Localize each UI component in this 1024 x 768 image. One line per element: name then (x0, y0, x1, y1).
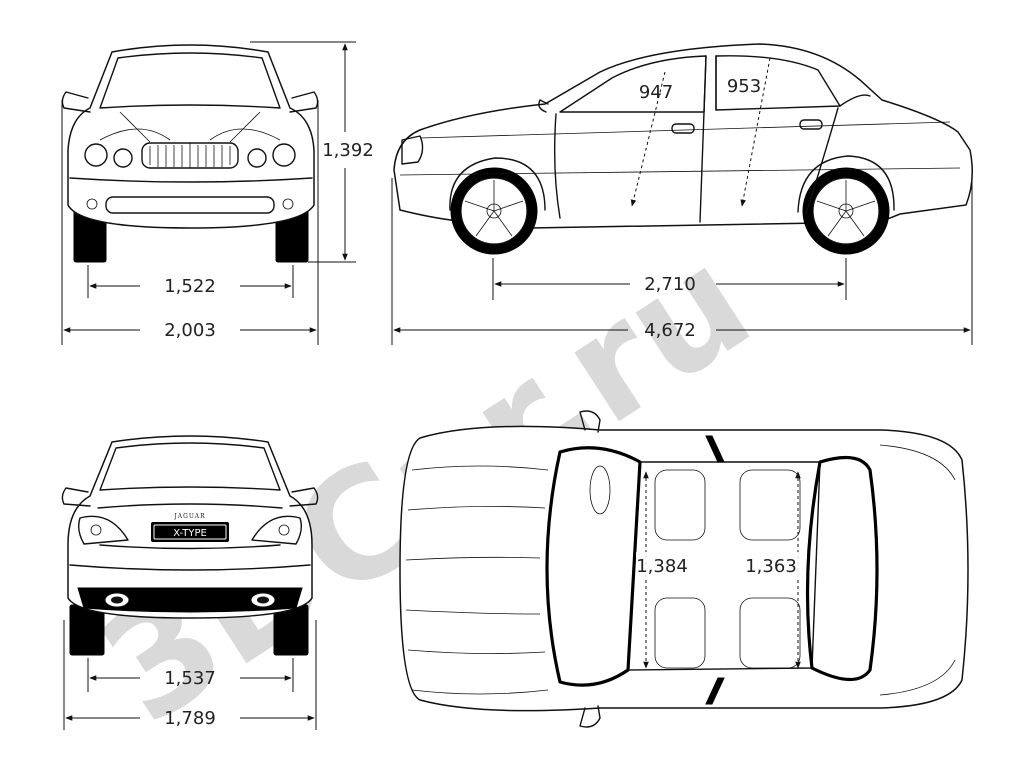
front-right-mirror (289, 91, 319, 113)
front-right-headlight-inner (247, 148, 267, 168)
top-left-mirror (579, 410, 601, 433)
side-mirror (538, 99, 549, 113)
top-windshield (545, 446, 642, 687)
side-front-handle (671, 123, 695, 134)
front-view: 1,522 2,003 1,392 (61, 41, 374, 345)
front-left-mirror (61, 91, 91, 113)
top-roof (627, 461, 821, 671)
front-width-label: 2,003 (164, 320, 216, 341)
top-view: 1,384 1,363 (399, 410, 969, 728)
rear-width-label: 1,789 (164, 708, 216, 729)
side-headlight (401, 135, 424, 165)
rear-right-mirror (289, 487, 319, 507)
front-windshield (99, 52, 281, 109)
side-wheelbase-label: 2,710 (644, 274, 696, 295)
rear-badge-text: JAGUAR (173, 513, 205, 520)
side-view: 947 953 2,710 4,672 (391, 43, 973, 345)
rear-left-mirror (61, 487, 91, 507)
front-body-outline (67, 44, 315, 229)
rear-right-taillight (251, 515, 303, 545)
front-left-headlight-inner (113, 148, 133, 168)
top-rear-shoulder-label: 1,363 (745, 556, 797, 577)
side-front-headroom-label: 947 (639, 82, 673, 103)
front-right-headlight-outer (272, 143, 296, 167)
rear-license-plate (151, 522, 229, 542)
rear-track-label: 1,537 (164, 668, 216, 689)
side-rear-headroom-label: 953 (727, 76, 761, 97)
front-track-label: 1,522 (164, 276, 216, 297)
top-front-shoulder-label: 1,384 (636, 556, 688, 577)
front-bumper-intake (105, 196, 275, 214)
top-right-mirror (579, 705, 601, 728)
side-front-spokes (464, 180, 524, 237)
rear-view: JAGUAR X-TYPE 1,537 1,789 (61, 435, 319, 730)
rear-window (99, 442, 281, 491)
front-left-headlight-outer (84, 143, 108, 167)
side-length-label: 4,672 (644, 320, 696, 341)
rear-bumper-valance (77, 587, 303, 613)
side-rear-handle (799, 119, 823, 130)
side-rear-window (715, 55, 841, 111)
rear-left-taillight (77, 515, 129, 545)
front-height-label: 1,392 (322, 140, 374, 161)
side-rear-spokes (816, 180, 876, 237)
top-rear-window (805, 455, 879, 682)
rear-plate-text: X-TYPE (173, 528, 207, 539)
